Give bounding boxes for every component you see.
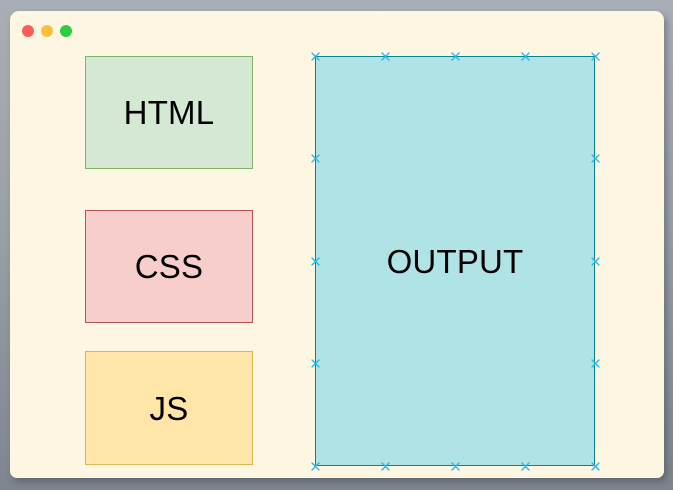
resize-handle-8[interactable]	[590, 51, 600, 61]
app-window: HTML CSS JS OUTPUT	[10, 11, 664, 478]
resize-handle-13[interactable]	[590, 256, 600, 266]
resize-handle-12[interactable]	[310, 256, 320, 266]
css-pane-label: CSS	[134, 248, 204, 285]
css-pane[interactable]: CSS	[85, 210, 253, 323]
resize-handle-11[interactable]	[590, 154, 600, 163]
js-pane-label: JS	[149, 389, 189, 427]
minimize-window-button[interactable]	[41, 25, 53, 37]
window-titlebar[interactable]	[10, 11, 664, 53]
resize-handle-4[interactable]	[450, 51, 460, 61]
resize-handle-2[interactable]	[380, 51, 390, 61]
js-pane[interactable]: JS	[85, 351, 253, 465]
close-window-button[interactable]	[22, 25, 34, 37]
resize-handle-9[interactable]	[590, 461, 600, 471]
resize-handle-15[interactable]	[590, 359, 600, 368]
output-pane-label: OUTPUT	[386, 242, 524, 280]
resize-handle-5[interactable]	[450, 461, 460, 471]
maximize-window-button[interactable]	[60, 25, 72, 37]
resize-handle-1[interactable]	[310, 461, 320, 471]
html-pane-label: HTML	[123, 94, 215, 131]
resize-handle-10[interactable]	[310, 154, 320, 163]
resize-handle-14[interactable]	[310, 359, 320, 368]
resize-handle-6[interactable]	[520, 51, 530, 61]
resize-handle-0[interactable]	[310, 51, 320, 61]
resize-handle-7[interactable]	[520, 461, 530, 471]
output-pane[interactable]: OUTPUT	[315, 56, 595, 466]
resize-handle-3[interactable]	[380, 461, 390, 471]
html-pane[interactable]: HTML	[85, 56, 253, 169]
